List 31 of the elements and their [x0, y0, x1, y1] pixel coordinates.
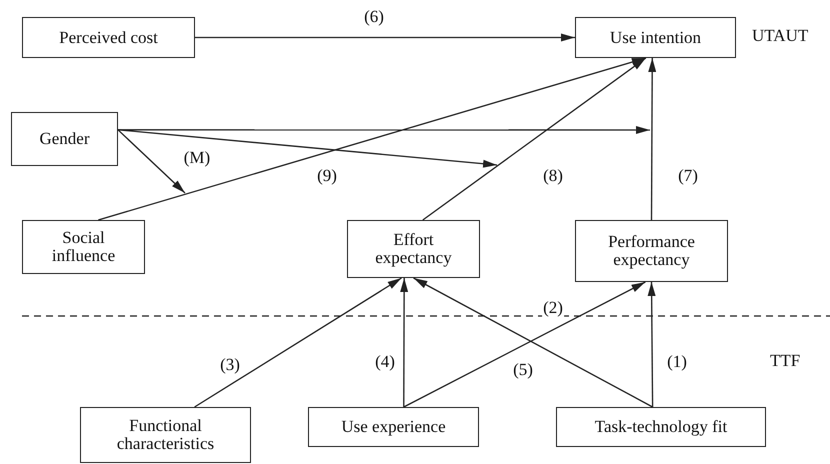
edge-label: (9)	[316, 166, 338, 186]
edge-label: (3)	[219, 355, 241, 375]
layer-label: TTF	[770, 351, 800, 371]
factor-box: Perceived cost	[22, 17, 195, 58]
arrow	[400, 278, 408, 407]
edge-label: (6)	[363, 7, 385, 27]
layer-label: UTAUT	[752, 26, 808, 46]
arrow	[118, 126, 650, 134]
factor-box: Use experience	[308, 407, 479, 447]
arrow	[118, 129, 186, 194]
factor-box: Effort expectancy	[347, 220, 480, 278]
edge-label: (2)	[542, 298, 564, 318]
edge-label: (7)	[677, 166, 699, 186]
edge-label: (1)	[666, 352, 688, 372]
arrow	[422, 57, 646, 221]
factor-box: Use intention	[575, 17, 736, 58]
edge-label: (M)	[182, 148, 212, 168]
arrow	[98, 57, 646, 221]
arrow	[194, 277, 402, 408]
arrow	[648, 282, 656, 407]
factor-box: Social influence	[22, 220, 145, 274]
arrow	[118, 129, 498, 168]
factor-box: Performance expectancy	[575, 220, 728, 282]
factor-box: Functional characteristics	[80, 407, 251, 463]
factor-box: Task-technology fit	[556, 407, 766, 447]
factor-box: Gender	[11, 112, 118, 166]
arrow	[195, 34, 575, 42]
arrow	[648, 58, 656, 220]
edge-label: (5)	[512, 360, 534, 380]
edge-label: (4)	[374, 352, 396, 372]
edge-label: (8)	[542, 166, 564, 186]
